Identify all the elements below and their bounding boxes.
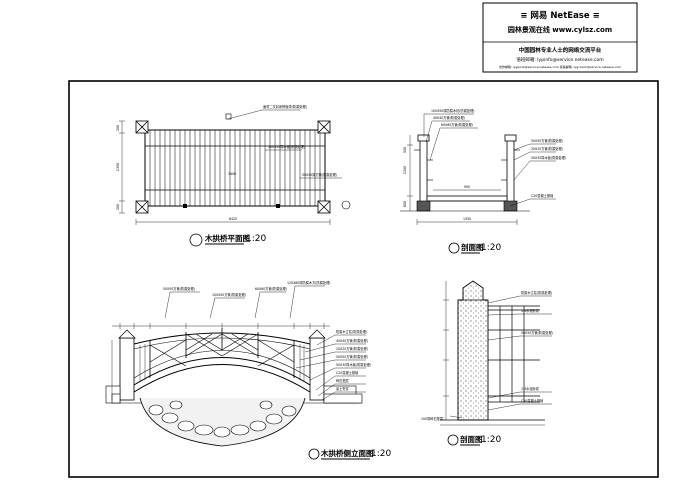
- elev-note-right-6: C20混凝土基础: [336, 370, 358, 375]
- elevation-scale: 1:20: [371, 449, 391, 459]
- tagline-text: 中国园林专业人士的网络交流平台: [519, 46, 602, 54]
- plan-deck-planks: [149, 130, 321, 206]
- section-note-6: 50X30厚木板(防腐处理): [531, 155, 566, 160]
- detail-note-4: 1:3水泥砂浆: [521, 386, 540, 391]
- brand-text: ≡ 网易 NetEase ≡: [520, 10, 599, 21]
- elev-note-right-7: 碎石垫层: [336, 378, 349, 383]
- detail-note-5: C20混凝土基础: [521, 398, 543, 403]
- elev-note-right-2: 40X40方管(防腐处理): [336, 338, 368, 343]
- plan-scale: 1:20: [246, 234, 266, 244]
- elev-note-right-8: 素土夯实: [336, 386, 349, 391]
- section-scale: 1:20: [481, 243, 501, 253]
- section-dim-4: 500: [403, 147, 407, 153]
- detail-note-1: 防腐木立柱(防腐处理): [521, 290, 552, 295]
- plan-note-2: 100X50厚木板(防腐处理): [268, 144, 305, 149]
- plan-dim-3: 200: [116, 204, 120, 210]
- plan-dim-4: 3400: [228, 172, 236, 176]
- plan-view: 200 1350 200 3400 6420 面漆二次封闭桥面漆(防腐处理) 1…: [116, 104, 351, 247]
- section-dim-1: 1350: [463, 217, 471, 221]
- plan-dim-1: 200: [116, 125, 120, 131]
- elev-note-top-3: 60X60方管(防腐处理): [255, 286, 287, 291]
- detail-post: [457, 280, 489, 421]
- section-title: 剖面图: [461, 242, 484, 252]
- section-dim-3: 900: [464, 185, 470, 189]
- site-text: 园林景观在线 www.cylsz.com: [508, 25, 612, 34]
- detail-note-3: 50X50方管(防腐处理): [521, 330, 553, 335]
- stream-bed: [139, 397, 306, 447]
- elev-note-top-1: 50X50方管(防腐处理): [163, 286, 195, 291]
- plan-note-1: 面漆二次封闭桥面漆(防腐处理): [263, 104, 307, 109]
- detail-scale: 1:20: [481, 435, 501, 445]
- bed-stones: [148, 400, 297, 438]
- elev-note-top-2: 100X50方管(防腐处理): [212, 292, 246, 297]
- elevation-title: 木拱桥侧立面图: [320, 448, 374, 458]
- section-dim-5: 600: [403, 201, 407, 207]
- plan-title: 木拱桥平面图: [204, 233, 250, 243]
- detail-title: 剖面图: [460, 434, 483, 444]
- section-note-7: C20混凝土基础: [531, 193, 553, 198]
- title-block: ≡ 网易 NetEase ≡ 园林景观在线 www.cylsz.com 中国园林…: [482, 2, 638, 73]
- section-view: 1350 1100 900 500 600 100X50厚防腐木枋(防腐处理) …: [400, 108, 566, 254]
- elev-note-right-3: 20X20方管(防腐处理): [336, 346, 368, 351]
- contact-text: 值班邮箱: lypinfo@service.netease.com: [516, 56, 603, 63]
- section-note-1: 100X50厚防腐木枋(防腐处理): [431, 108, 475, 113]
- section-dim-2: 1100: [403, 166, 407, 174]
- detail-view: 防腐木立柱(防腐处理) 1:3水泥砂浆 50X50方管(防腐处理) 1:3水泥砂…: [421, 280, 553, 446]
- plan-dim-5: 6420: [229, 217, 237, 221]
- elev-note-top-4: 120X80厚防腐木方(防腐处理): [287, 280, 331, 285]
- drawing-frame: [68, 80, 659, 478]
- railing-lattice: [149, 333, 295, 367]
- plan-dim-2: 1350: [116, 163, 120, 171]
- small-contact-text: 合作邮箱: lygwork@service.netease.com 投稿邮箱: …: [499, 64, 621, 69]
- elev-note-right-4: 50X50方管(防腐处理): [336, 354, 368, 359]
- elevation-view: 50X50方管(防腐处理) 100X50方管(防腐处理) 60X60方管(防腐处…: [105, 280, 391, 460]
- detail-bottom-note: 100厚碎石垫层: [421, 416, 443, 421]
- elev-note-right-5: 50X30厚木板(防腐处理): [336, 362, 371, 367]
- elev-note-right-1: 防腐木立柱(防腐处理): [336, 329, 367, 334]
- plan-note-3: 50X50厚方管(防腐处理): [302, 172, 337, 177]
- section-note-5: 20X20方管(防腐处理): [531, 146, 563, 151]
- section-note-3: 60X60方管(防腐处理): [441, 122, 473, 127]
- section-note-2: 40X40方管(防腐处理): [433, 115, 465, 120]
- plan-posts: [135, 120, 331, 214]
- section-note-4: 50X50方管(防腐处理): [531, 138, 563, 143]
- detail-note-2: 1:3水泥砂浆: [521, 308, 540, 313]
